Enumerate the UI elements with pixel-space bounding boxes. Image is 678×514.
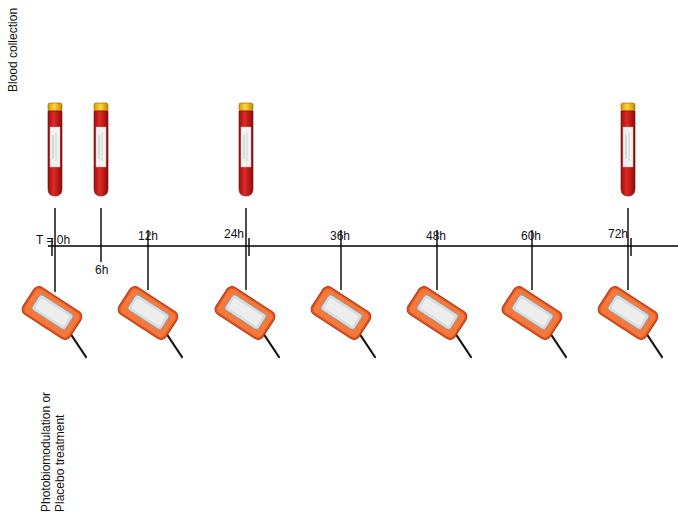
axis-title: Photobiomodulation or Placebo treatment bbox=[39, 377, 67, 512]
axis-ticks bbox=[52, 208, 631, 292]
blood-tubes bbox=[48, 103, 635, 196]
time-label: 6h bbox=[95, 263, 108, 277]
treatment-devices bbox=[20, 284, 662, 357]
time-axis bbox=[48, 245, 678, 247]
time-label: 24h bbox=[224, 227, 244, 241]
time-label: 36h bbox=[330, 229, 350, 243]
axis-title: Blood collection bbox=[6, 8, 20, 92]
time-label: 48h bbox=[426, 229, 446, 243]
time-label: 72h bbox=[608, 227, 628, 241]
time-label: 12h bbox=[138, 229, 158, 243]
time-label: 60h bbox=[521, 229, 541, 243]
time-label: T = 0h bbox=[36, 233, 70, 247]
